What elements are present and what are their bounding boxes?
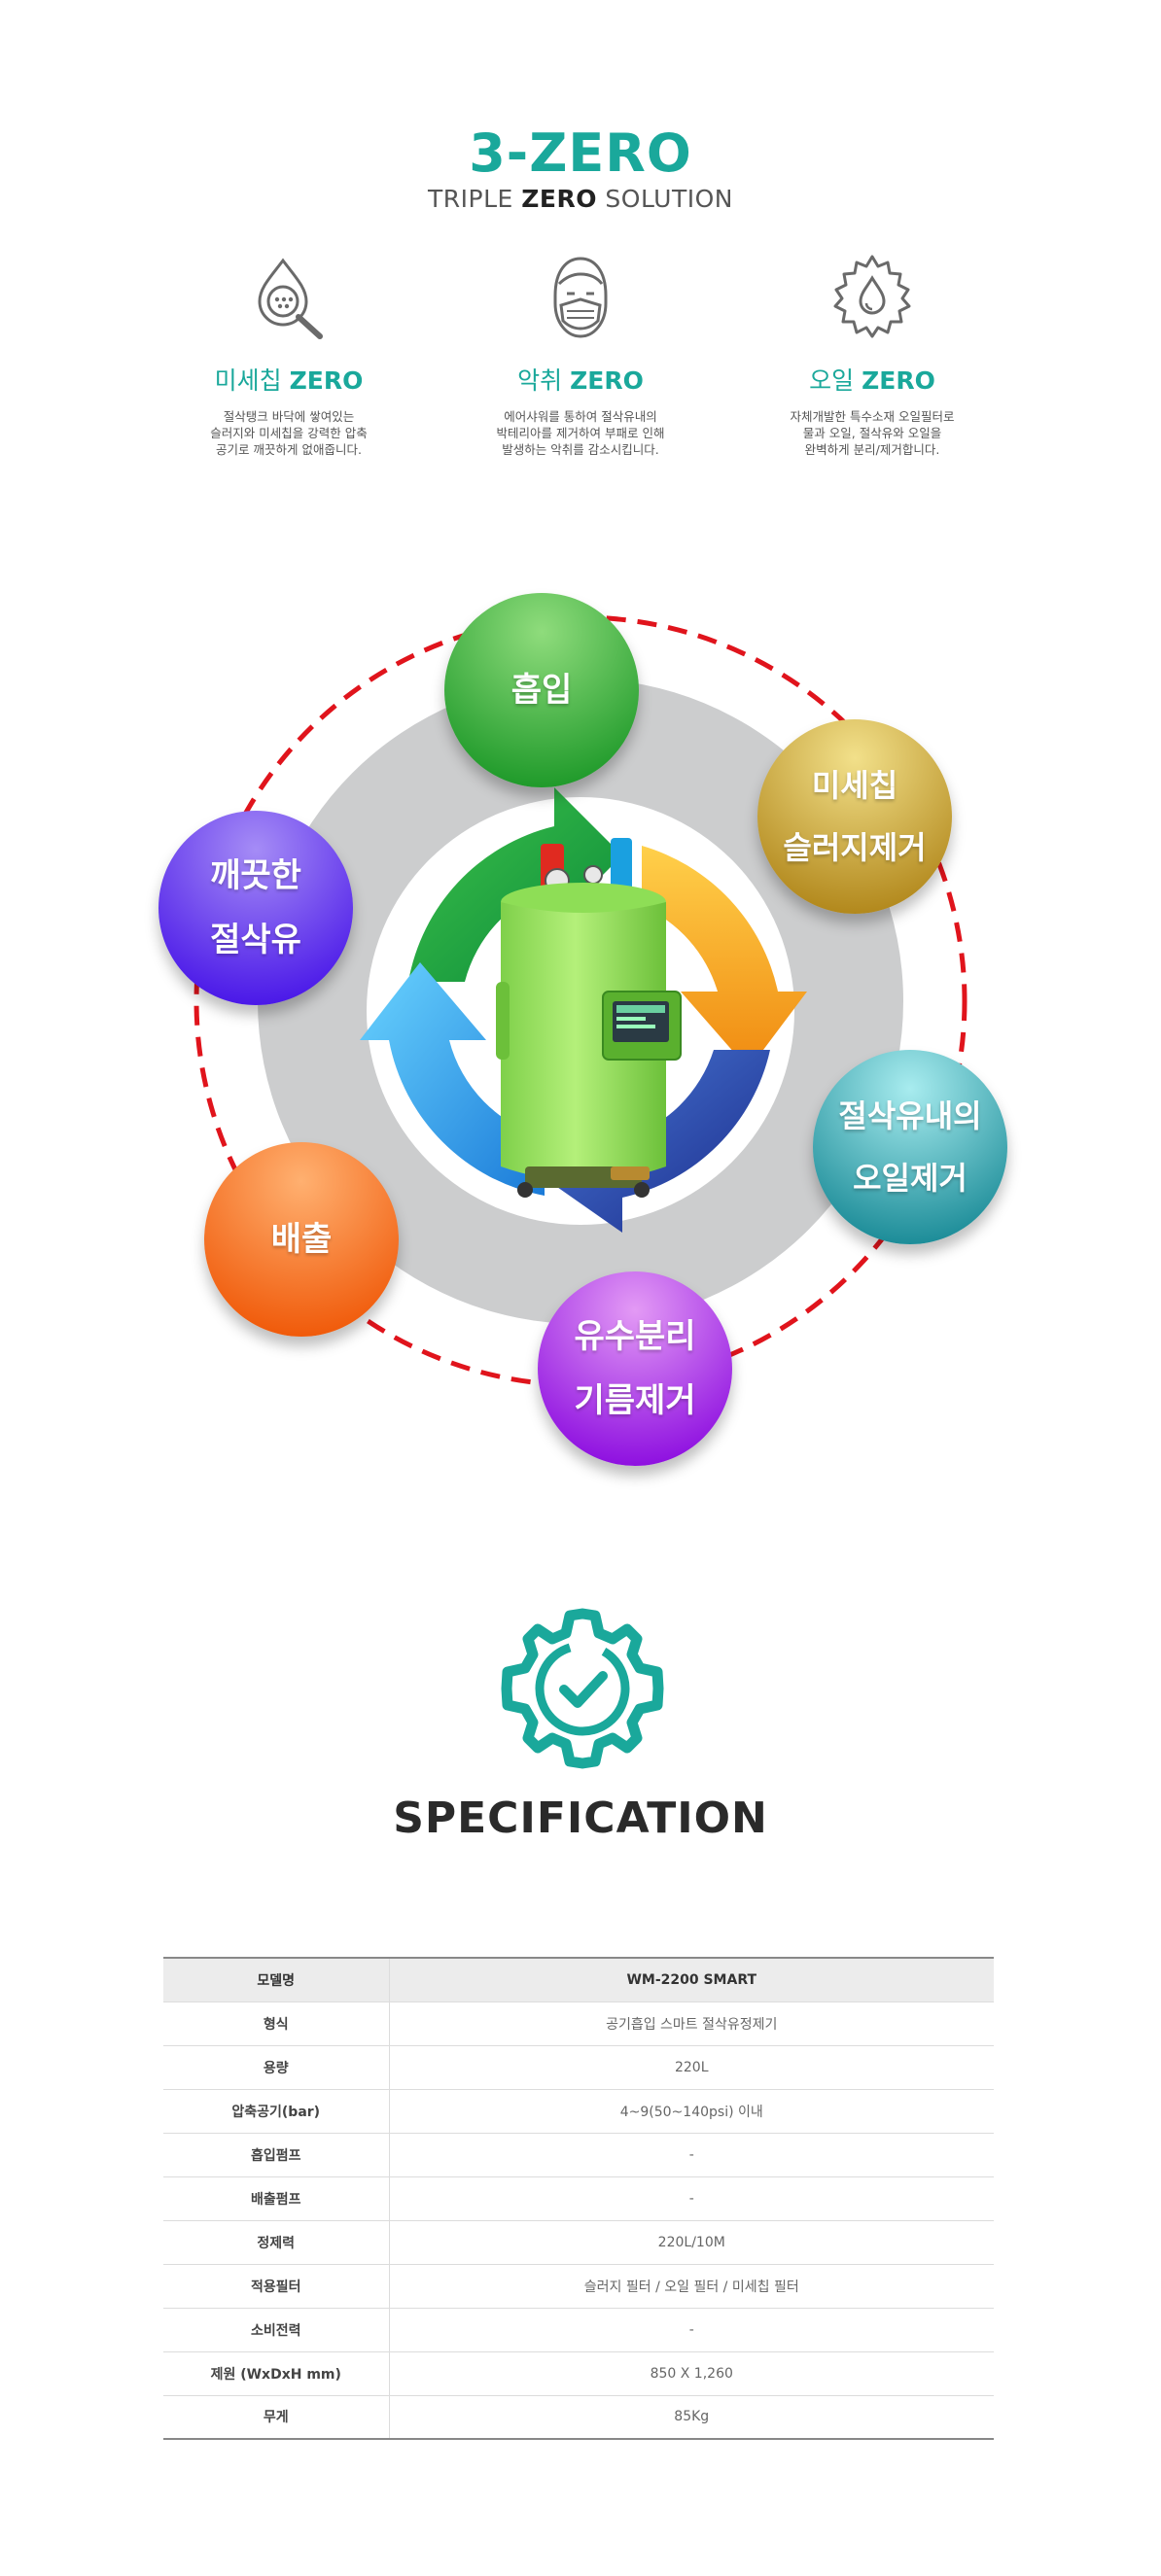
spec-value: 슬러지 필터 / 오일 필터 / 미세칩 필터 <box>389 2264 994 2309</box>
cycle-background <box>194 614 968 1388</box>
spec-key: 흡입펌프 <box>163 2133 390 2177</box>
spec-value: WM-2200 SMART <box>389 1957 994 2002</box>
feature-name: 오일 ZERO <box>809 366 935 395</box>
oil-gear-icon <box>833 255 911 338</box>
spec-value: 85Kg <box>389 2395 994 2440</box>
spec-value: 220L/10M <box>389 2220 994 2265</box>
table-row: 배출펌프- <box>163 2176 994 2221</box>
spec-value: 4~9(50~140psi) 이내 <box>389 2089 994 2134</box>
spec-key: 소비전력 <box>163 2308 390 2352</box>
spec-value: - <box>389 2176 994 2221</box>
feature-name: 악취 ZERO <box>517 366 644 395</box>
hero-subtitle: TRIPLE ZERO SOLUTION <box>0 185 1161 213</box>
gear-check-icon <box>501 1608 664 1769</box>
hero-title: 3-ZERO <box>469 122 692 184</box>
spec-key: 무게 <box>163 2395 390 2440</box>
table-row: 압축공기(bar)4~9(50~140psi) 이내 <box>163 2089 994 2134</box>
table-row-header: 모델명 WM-2200 SMART <box>163 1957 994 2002</box>
spec-key: 적용필터 <box>163 2264 390 2309</box>
spec-key: 모델명 <box>163 1957 390 2002</box>
spec-key: 형식 <box>163 2002 390 2046</box>
table-row: 제원 (WxDxH mm)850 X 1,260 <box>163 2351 994 2396</box>
magnifier-drop-icon <box>258 258 323 339</box>
hero-subtitle-pre: TRIPLE <box>428 185 522 213</box>
spec-value: 220L <box>389 2045 994 2090</box>
spec-key: 배출펌프 <box>163 2176 390 2221</box>
feature-name: 미세칩 ZERO <box>214 366 364 395</box>
purifier-machine-image <box>496 838 682 1198</box>
mask-face-icon <box>553 257 608 338</box>
table-row: 소비전력- <box>163 2308 994 2352</box>
spec-key: 용량 <box>163 2045 390 2090</box>
cycle-node-suction: 흡입 <box>444 593 639 787</box>
spec-value: - <box>389 2133 994 2177</box>
spec-title: SPECIFICATION <box>393 1793 768 1843</box>
spec-key: 압축공기(bar) <box>163 2089 390 2134</box>
spec-key: 정제력 <box>163 2220 390 2265</box>
spec-value: - <box>389 2308 994 2352</box>
spec-value: 850 X 1,260 <box>389 2351 994 2396</box>
cycle-node-discharge: 배출 <box>204 1142 399 1337</box>
spec-value: 공기흡입 스마트 절삭유정제기 <box>389 2002 994 2046</box>
table-row: 흡입펌프- <box>163 2133 994 2177</box>
hero-subtitle-post: SOLUTION <box>596 185 733 213</box>
hero-subtitle-bold: ZERO <box>521 185 597 213</box>
spec-key: 제원 (WxDxH mm) <box>163 2351 390 2396</box>
